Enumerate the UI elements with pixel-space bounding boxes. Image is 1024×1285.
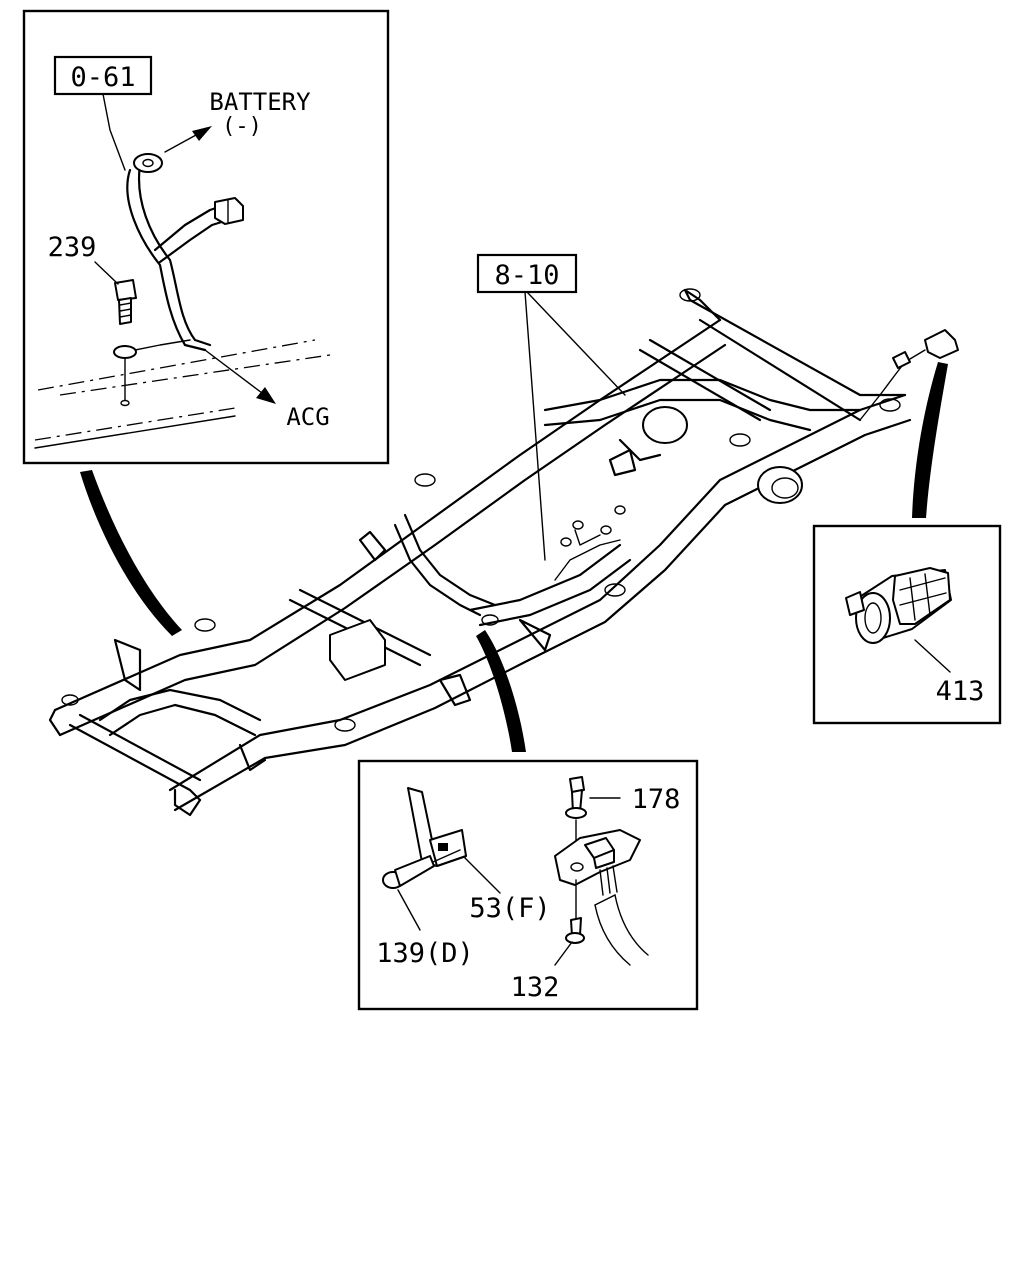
acg-label: ACG xyxy=(286,403,329,431)
frame-ref-box: 8-10 xyxy=(476,253,578,294)
frame-ref-label: 8-10 xyxy=(494,260,559,291)
battery-callout-pointer xyxy=(80,470,182,636)
battery-detail-panel: 0-61 239 BATTERY (-) ACG xyxy=(22,9,390,465)
connector-callout-pointer xyxy=(912,362,948,518)
screw-178-label: 178 xyxy=(632,784,681,815)
battery-label: BATTERY xyxy=(209,88,311,116)
bolt-239-label: 239 xyxy=(48,232,97,263)
acg-arrow-icon xyxy=(256,387,276,404)
harness-ref-label-panel: 0-61 xyxy=(70,62,135,93)
bracket-53f-label: 53(F) xyxy=(469,893,550,924)
bolt-139d-label: 139(D) xyxy=(376,938,474,969)
battery-arrow-icon xyxy=(192,126,212,141)
screw-132-label: 132 xyxy=(511,972,560,1003)
bracket-detail-panel: 53(F) 139(D) 178 132 xyxy=(357,759,699,1011)
chassis-frame xyxy=(48,288,959,817)
connector-413-label: 413 xyxy=(936,676,985,707)
bracket-callout-pointer xyxy=(476,630,526,752)
battery-sub-label: (-) xyxy=(222,114,262,139)
connector-detail-panel: 413 xyxy=(812,524,1002,725)
frame-ref-pointers xyxy=(524,291,626,561)
